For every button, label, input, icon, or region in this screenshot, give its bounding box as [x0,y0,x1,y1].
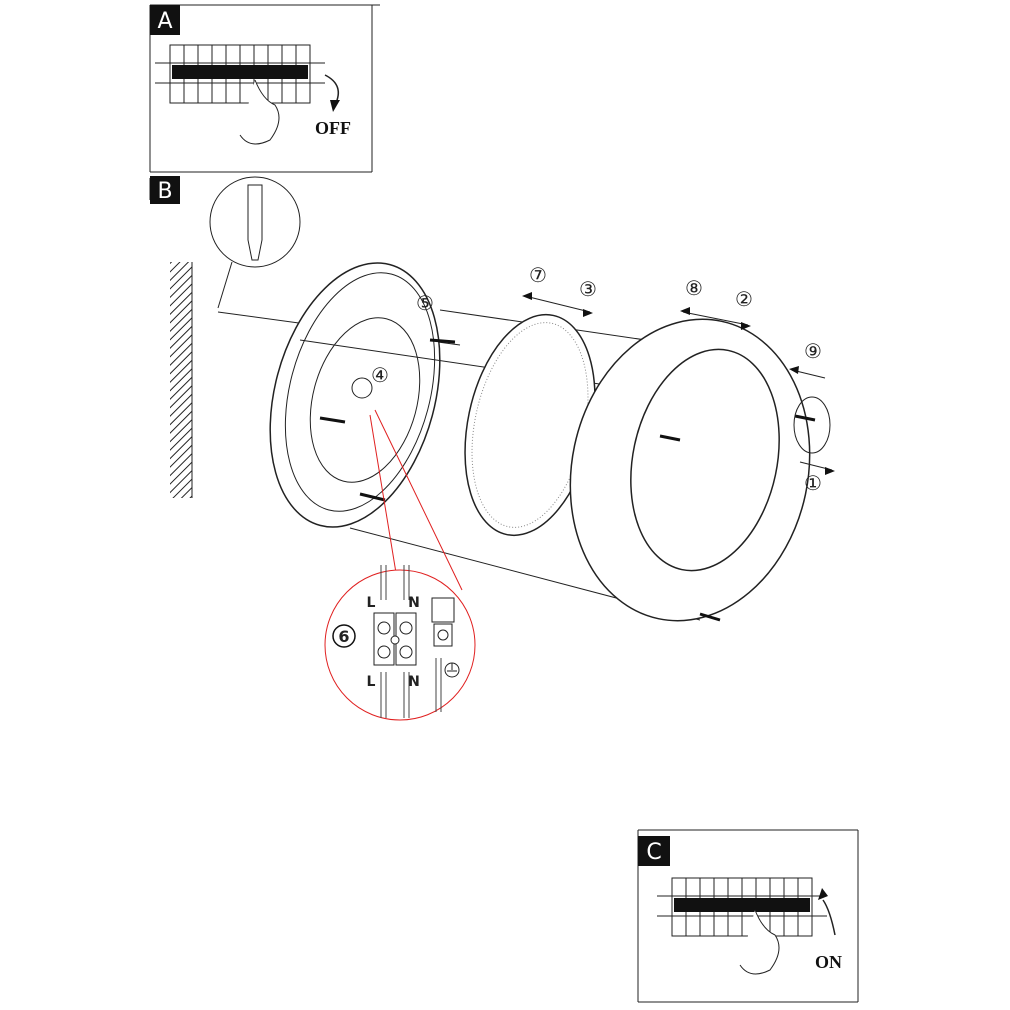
neutral-label-bottom: N [408,674,420,690]
step-6: 6 [338,627,349,646]
panel-b-badge [150,176,180,204]
screw-icon [699,612,721,622]
step-2: ② [735,287,753,311]
off-label: OFF [315,118,351,138]
step-7: ⑦ [529,263,547,287]
neutral-label-top: N [408,595,420,611]
panel-c-badge [638,836,670,866]
panel-b-installation: B ⑤ ④ ⑦ ③ [149,176,835,721]
step-1: ① [804,471,822,495]
panel-c-switch-on: C ON [637,829,859,1003]
wall [170,262,192,498]
step-6-badge [332,624,356,648]
earth-terminal-icon [431,597,455,623]
hand-icon [239,79,280,145]
step-4: ④ [371,363,389,387]
screw-icon [359,492,386,502]
panel-c-letter: C [646,840,661,865]
panel-a-switch-off: A OFF [149,4,380,173]
circuit-breaker-icon [656,877,828,937]
step-5: ⑤ [416,291,434,315]
step-3: ③ [579,277,597,301]
panel-a-badge [150,5,180,35]
panel-a-letter: A [157,9,172,34]
step-9: ⑨ [804,339,822,363]
arrow-up-icon [822,899,836,936]
hand-icon [739,909,780,975]
rotate-arrow-icon [793,396,831,454]
screw-icon [794,414,816,422]
circuit-breaker-icon [154,44,326,104]
live-label-bottom: L [367,674,376,690]
panel-b-letter: B [157,179,172,204]
screw-icon [659,434,681,442]
screw-icon [429,338,456,344]
live-label-top: L [367,595,376,611]
step-8: ⑧ [685,276,703,300]
on-label: ON [815,952,842,972]
screw-icon [319,416,346,424]
